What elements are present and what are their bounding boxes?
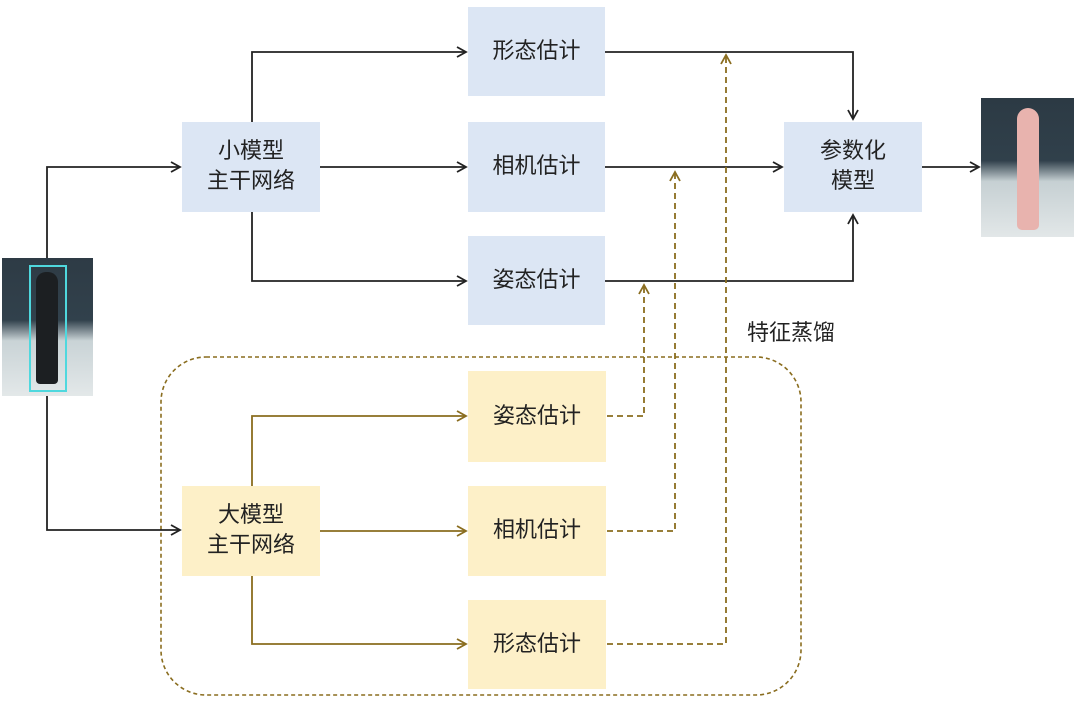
small-backbone-box: 小模型 主干网络 xyxy=(182,122,320,212)
large-backbone-box: 大模型 主干网络 xyxy=(182,486,320,576)
output-image xyxy=(981,98,1074,237)
distillation-label: 特征蒸馏 xyxy=(747,321,836,346)
distill-arrow-shape xyxy=(607,53,732,645)
distill-arrow-pose xyxy=(607,283,650,417)
teacher-pose-box: 姿态估计 xyxy=(468,371,606,462)
arrow-input-to-large-backbone xyxy=(46,396,182,536)
arrow-shape-to-param xyxy=(605,51,859,121)
arrow-pose-to-param xyxy=(605,213,859,282)
student-camera-box: 相机估计 xyxy=(468,122,605,212)
teacher-shape-box: 形态估计 xyxy=(468,600,606,689)
input-image xyxy=(2,258,93,396)
teacher-camera-box: 相机估计 xyxy=(468,486,606,576)
arrow-small-to-shape xyxy=(251,46,468,122)
student-pose-box: 姿态估计 xyxy=(468,236,605,325)
distill-arrow-camera xyxy=(607,170,681,532)
param-model-box: 参数化 模型 xyxy=(784,122,922,212)
student-shape-box: 形态估计 xyxy=(468,7,605,96)
arrow-large-to-shape xyxy=(251,576,468,650)
arrow-small-to-pose xyxy=(251,212,468,287)
bounding-box xyxy=(29,265,67,392)
arrow-large-to-pose xyxy=(251,410,468,486)
mesh-body xyxy=(1017,108,1039,230)
teacher-region-outline xyxy=(160,356,802,696)
person-silhouette xyxy=(36,272,58,384)
arrow-input-to-small-backbone xyxy=(46,161,182,258)
